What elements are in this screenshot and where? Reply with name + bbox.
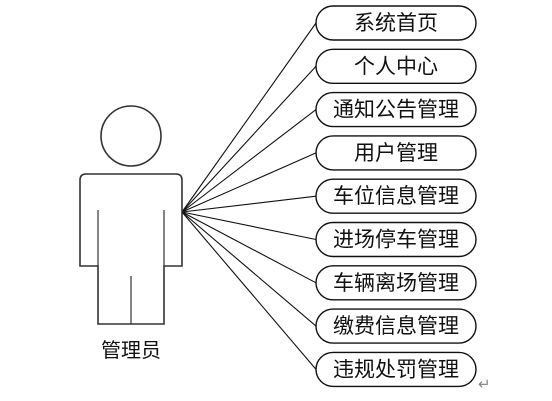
actor-head bbox=[100, 105, 162, 167]
use-case-shape bbox=[315, 48, 477, 84]
association-line bbox=[181, 65, 317, 213]
use-case-label: 个人中心 bbox=[354, 54, 438, 78]
use-case-shape bbox=[315, 308, 477, 344]
use-case-shape bbox=[315, 91, 477, 128]
use-case-shape bbox=[315, 178, 477, 214]
use-case-shape bbox=[315, 221, 477, 258]
use-case-label: 车位信息管理 bbox=[333, 184, 459, 208]
use-case-shape bbox=[315, 135, 477, 171]
actor-label: 管理员 bbox=[101, 338, 161, 362]
use-case-item: 缴费信息管理 bbox=[315, 308, 477, 344]
use-case-label: 车辆离场管理 bbox=[333, 271, 459, 295]
use-case-shape bbox=[315, 265, 477, 301]
use-case-label: 通知公告管理 bbox=[333, 98, 459, 122]
use-case-item: 进场停车管理 bbox=[315, 221, 477, 258]
use-case-label: 违规处罚管理 bbox=[333, 357, 459, 381]
association-line bbox=[181, 195, 317, 213]
association-line bbox=[181, 22, 317, 213]
use-case-shape bbox=[315, 351, 477, 388]
association-line bbox=[181, 211, 317, 241]
use-case-list: 系统首页个人中心通知公告管理用户管理车位信息管理进场停车管理车辆离场管理缴费信息… bbox=[315, 5, 477, 388]
association-line bbox=[181, 152, 317, 213]
association-line bbox=[181, 109, 317, 213]
association-line bbox=[181, 211, 317, 284]
use-case-label: 进场停车管理 bbox=[333, 228, 459, 252]
use-case-item: 车位信息管理 bbox=[315, 178, 477, 214]
use-case-item: 系统首页 bbox=[315, 5, 477, 41]
association-lines bbox=[181, 22, 317, 370]
use-case-label: 用户管理 bbox=[354, 141, 438, 165]
actor-figure: 管理员 bbox=[79, 105, 183, 362]
use-case-shape bbox=[315, 5, 477, 41]
use-case-item: 通知公告管理 bbox=[315, 91, 477, 128]
association-line bbox=[181, 211, 317, 370]
use-case-label: 缴费信息管理 bbox=[333, 314, 459, 338]
use-case-item: 用户管理 bbox=[315, 135, 477, 171]
use-case-label: 系统首页 bbox=[354, 11, 438, 35]
association-line bbox=[181, 211, 317, 327]
use-case-item: 个人中心 bbox=[315, 48, 477, 84]
paragraph-mark: ↵ bbox=[478, 375, 491, 393]
use-case-item: 车辆离场管理 bbox=[315, 265, 477, 301]
actor-body bbox=[79, 173, 183, 325]
use-case-item: 违规处罚管理 bbox=[315, 351, 477, 388]
